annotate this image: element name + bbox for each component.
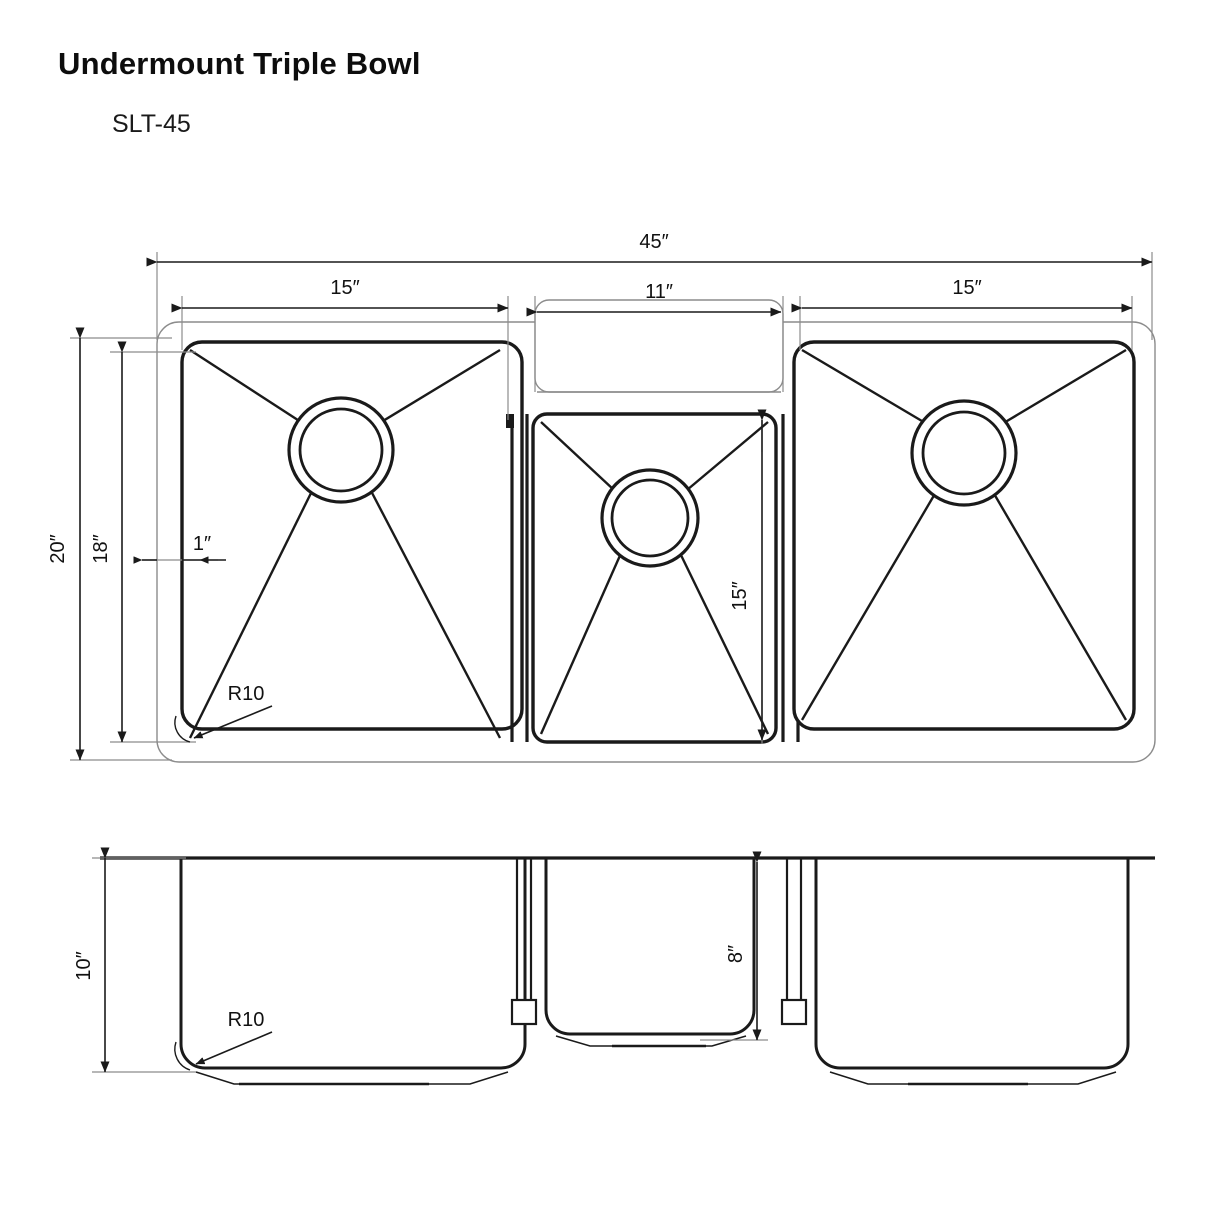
divider-left-middle — [506, 414, 529, 742]
dim-18-label: 18″ — [90, 534, 112, 563]
front-divider-right — [780, 858, 808, 1026]
dim-r10-front: R10 — [174, 1009, 273, 1071]
front-right-bowl-floor — [829, 1071, 1117, 1085]
front-middle-bowl-profile — [544, 858, 756, 1036]
left-bowl-outline — [180, 340, 524, 731]
dim-10: 10″ — [73, 847, 110, 1073]
front-left-bowl-profile — [179, 858, 527, 1070]
dim-r10-front-label: R10 — [228, 1009, 265, 1031]
middle-bowl-slope-lines — [539, 421, 770, 735]
dim-45-label: 45″ — [639, 231, 668, 253]
dim-1: 1″ — [133, 533, 226, 564]
dim-20: 20″ — [47, 327, 85, 761]
front-elevation-view: 10″ 8″ R10 — [73, 847, 1155, 1086]
dim-20-label: 20″ — [47, 534, 69, 563]
dim-r10-top: R10 — [174, 683, 273, 743]
middle-cutout-outline — [534, 299, 784, 393]
left-bowl-slope-lines — [188, 348, 502, 739]
dim-15-middle-label: 15″ — [729, 581, 751, 610]
model-number: SLT-45 — [112, 110, 191, 138]
front-left-bowl-floor — [195, 1071, 509, 1085]
dim-11: 11″ — [526, 281, 782, 317]
dim-10-label: 10″ — [73, 951, 95, 980]
left-bowl — [180, 340, 524, 739]
middle-drain-inner-ring — [610, 478, 690, 558]
left-drain-inner-ring — [298, 407, 384, 493]
right-drain-inner-ring — [921, 410, 1007, 496]
dim-15-middle: 15″ — [729, 409, 767, 741]
front-right-bowl-profile — [814, 858, 1130, 1070]
dim-15-left: 15″ — [171, 277, 509, 313]
middle-bowl-outline — [531, 412, 778, 744]
front-middle-bowl-floor — [555, 1035, 747, 1047]
dim-18: 18″ — [90, 341, 127, 743]
top-view: 45″ 15″ 11″ 15″ 20″ — [47, 231, 1156, 763]
page-title: Undermount Triple Bowl — [58, 46, 421, 81]
dim-8-label: 8″ — [725, 945, 747, 963]
dim-45: 45″ — [146, 231, 1153, 267]
front-divider-left — [510, 858, 538, 1026]
dim-15-right: 15″ — [791, 277, 1133, 313]
dim-8: 8″ — [725, 851, 762, 1041]
dim-15-right-label: 15″ — [952, 277, 981, 299]
dim-11-label: 11″ — [645, 281, 673, 303]
dim-r10-top-label: R10 — [228, 683, 265, 705]
front-view-witness-lines — [92, 857, 768, 1073]
right-bowl-outline — [792, 340, 1136, 731]
right-bowl-slope-lines — [800, 348, 1128, 721]
middle-bowl — [531, 412, 778, 744]
dim-1-label: 1″ — [193, 533, 211, 555]
dim-15-left-label: 15″ — [330, 277, 359, 299]
right-bowl — [792, 340, 1136, 731]
